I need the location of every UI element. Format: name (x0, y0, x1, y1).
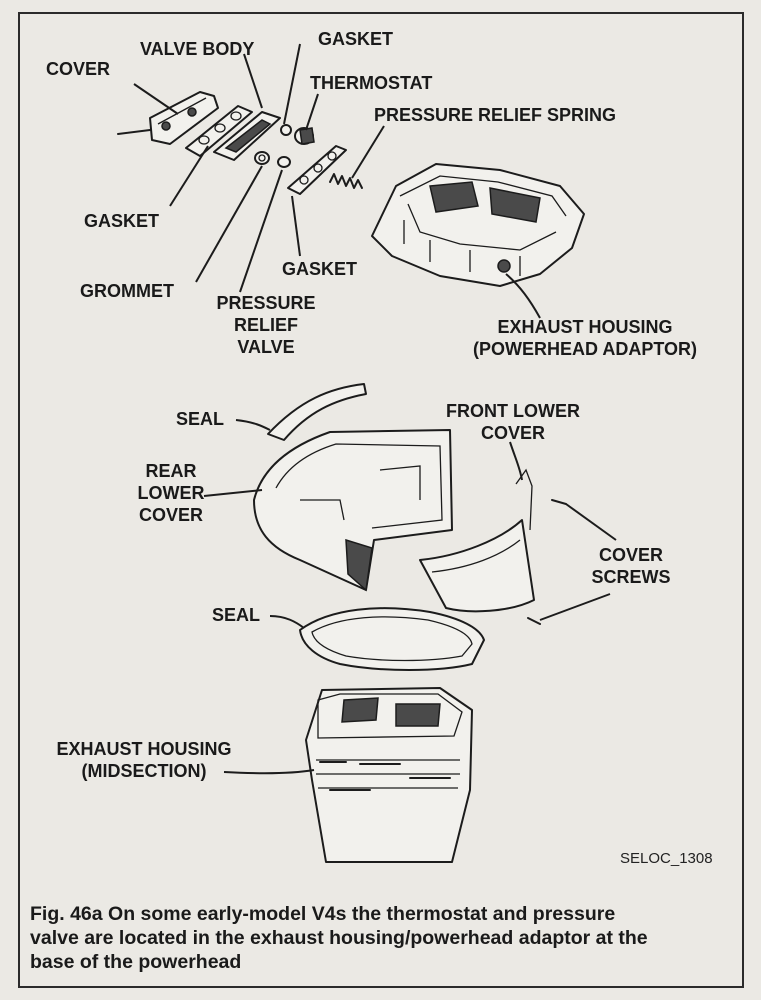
figure-caption: Fig. 46a On some early-model V4s the the… (30, 902, 736, 974)
label-pressure-relief-valve-line2: RELIEF (233, 315, 298, 335)
label-grommet: GROMMET (80, 281, 174, 301)
label-pressure-relief-valve: PRESSURE RELIEF VALVE (206, 292, 326, 358)
label-gasket-left: GASKET (84, 211, 160, 231)
front-lower-cover-part (419, 468, 535, 613)
figure-border (18, 12, 744, 988)
label-cover: COVER (46, 59, 111, 79)
label-front-lower-cover: FRONT LOWER COVER (428, 400, 598, 444)
label-gasket-top: GASKET (318, 29, 394, 49)
gasket-mid-part (287, 145, 347, 195)
label-cover-screws: COVER SCREWS (576, 544, 686, 588)
label-cover-screws-line2: SCREWS (591, 567, 671, 587)
label-front-lower-cover-line2: COVER (480, 423, 545, 443)
label-rear-lower-cover-line2: LOWER (137, 483, 205, 503)
cover-screws-part (527, 499, 567, 625)
leader-lines (133, 43, 617, 775)
label-pressure-relief-spring: PRESSURE RELIEF SPRING (374, 105, 617, 125)
label-front-lower-cover-line1: FRONT LOWER (446, 401, 580, 421)
label-pressure-relief-valve-line1: PRESSURE (216, 293, 316, 313)
label-exhaust-housing-midsection-line2: (MIDSECTION) (81, 761, 207, 781)
pressure-relief-valve-part (277, 156, 291, 168)
gasket-left-part (185, 105, 253, 157)
figure-code: SELOC_1308 (620, 850, 713, 867)
label-rear-lower-cover-line1: REAR (145, 461, 197, 481)
valve-body-part (213, 111, 281, 161)
label-rear-lower-cover: REAR LOWER COVER (126, 460, 216, 526)
label-pressure-relief-valve-line3: VALVE (237, 337, 295, 357)
powerhead-adaptor-part (371, 163, 585, 287)
seal-bottom-part (299, 607, 485, 671)
caption-line1: Fig. 46a On some early-model V4s the the… (30, 903, 616, 925)
cover-part (117, 91, 219, 145)
thermostat-part (294, 127, 315, 145)
gasket-top-part (280, 124, 292, 136)
grommet-part (254, 151, 270, 165)
label-thermostat: THERMOSTAT (310, 73, 433, 93)
label-exhaust-housing-midsection: EXHAUST HOUSING (MIDSECTION) (44, 738, 244, 782)
rear-lower-cover-part (253, 429, 453, 592)
seal-top-part (267, 383, 367, 441)
label-gasket-mid: GASKET (282, 259, 358, 279)
label-exhaust-housing-adaptor: EXHAUST HOUSING (POWERHEAD ADAPTOR) (440, 316, 730, 360)
label-cover-screws-line1: COVER (598, 545, 663, 565)
pressure-relief-spring-part (329, 173, 363, 189)
label-valve-body: VALVE BODY (140, 39, 255, 59)
midsection-part (305, 687, 473, 863)
label-exhaust-housing-midsection-line1: EXHAUST HOUSING (56, 739, 232, 759)
label-seal-bottom: SEAL (212, 605, 261, 625)
label-seal-top: SEAL (176, 409, 225, 429)
label-rear-lower-cover-line3: COVER (138, 505, 203, 525)
label-exhaust-housing-adaptor-line2: (POWERHEAD ADAPTOR) (473, 339, 697, 359)
label-exhaust-housing-adaptor-line1: EXHAUST HOUSING (497, 317, 673, 337)
caption-line2: valve are located in the exhaust housing… (30, 927, 648, 949)
caption-line3: base of the powerhead (30, 951, 242, 973)
